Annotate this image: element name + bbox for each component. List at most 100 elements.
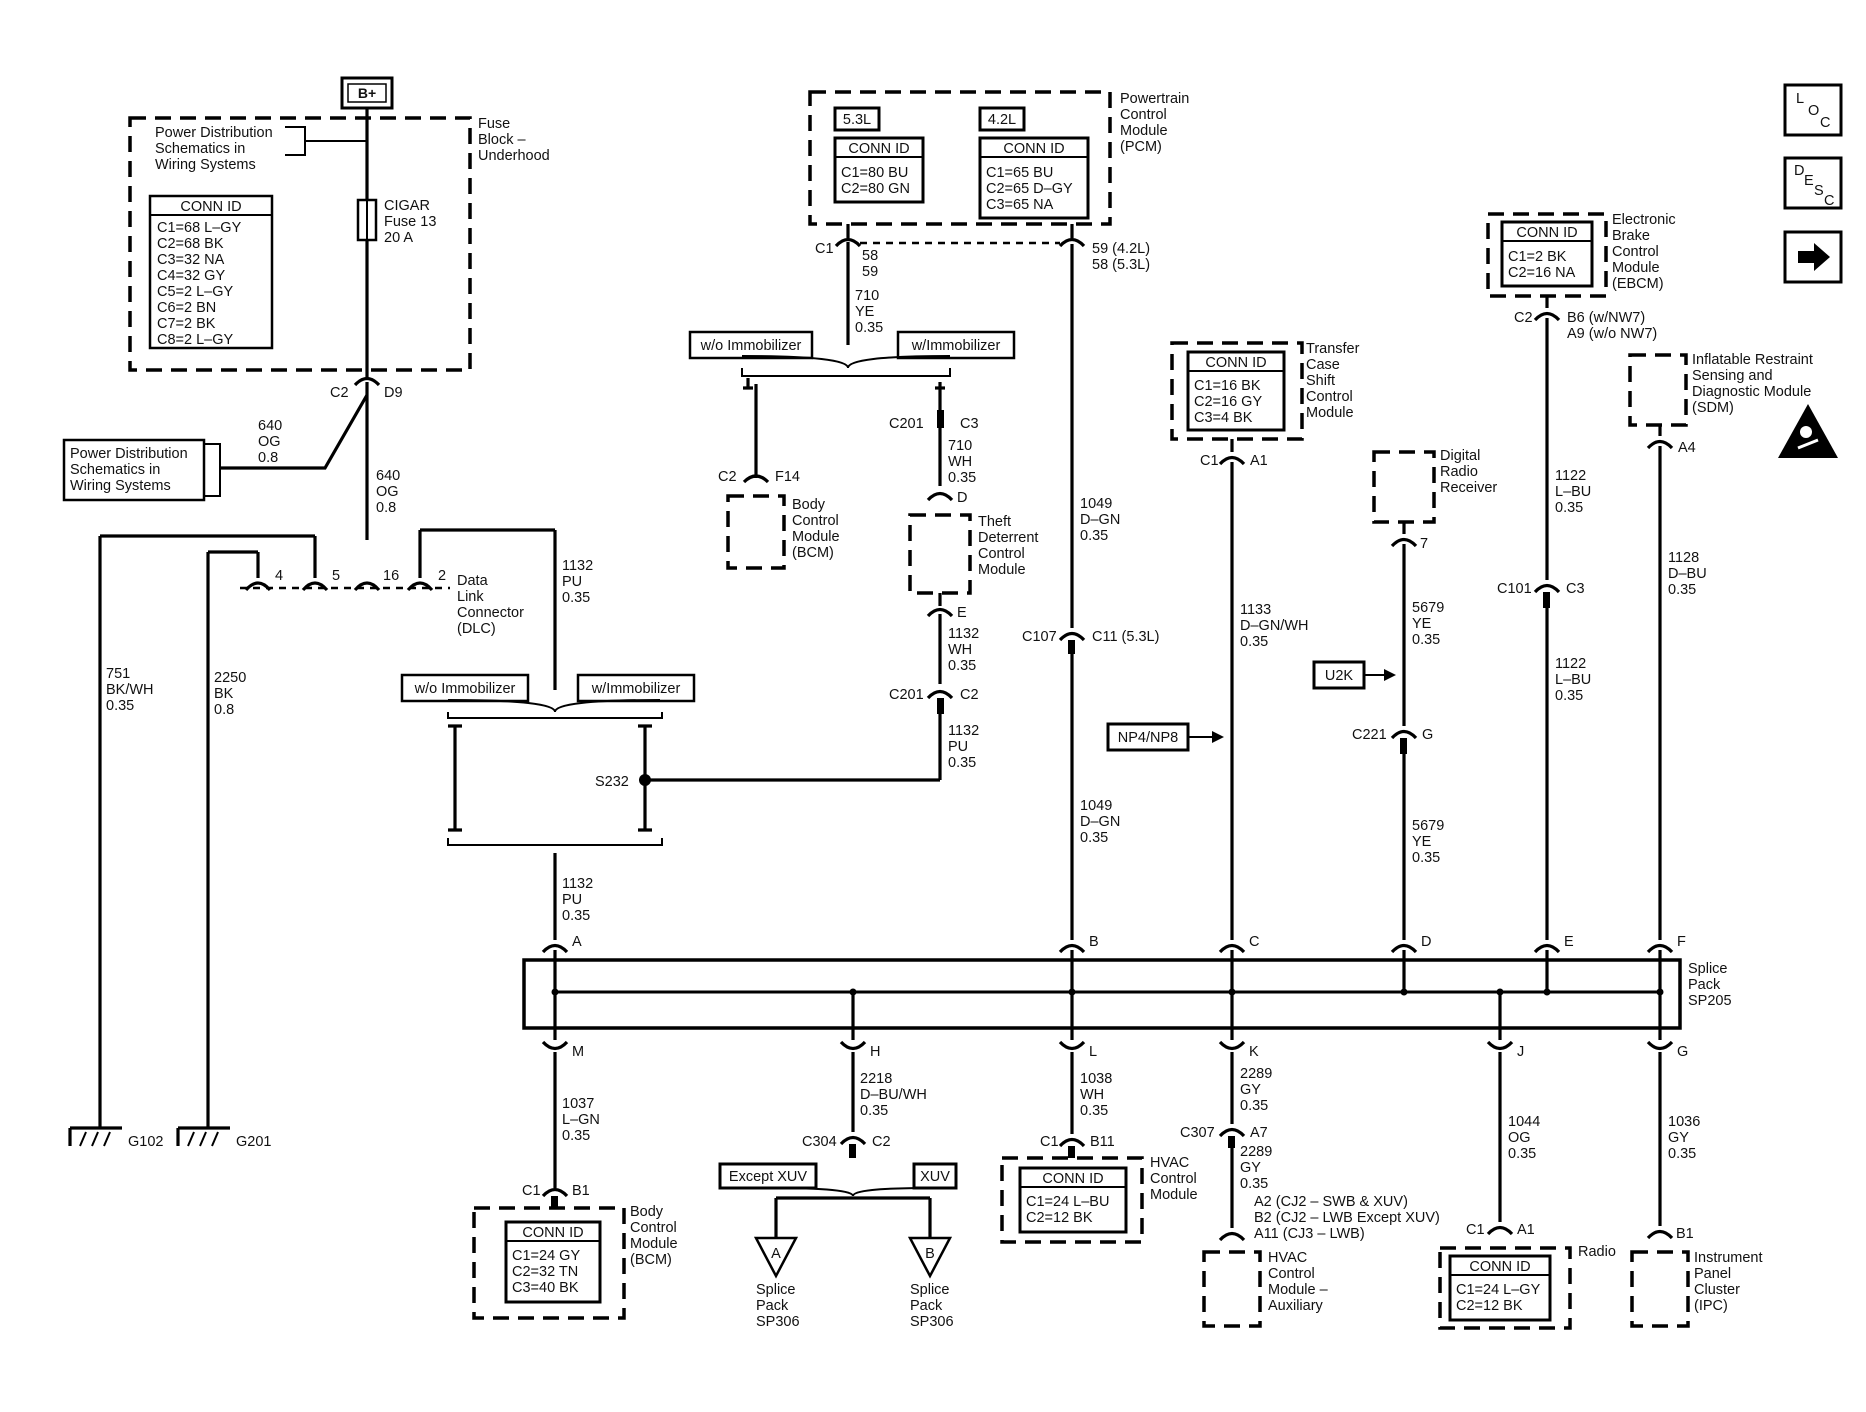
svg-text:H: H <box>870 1044 880 1060</box>
svg-text:U2K: U2K <box>1325 668 1354 684</box>
svg-text:F14: F14 <box>775 469 800 485</box>
ground-g102: G102 <box>68 1126 163 1150</box>
svg-text:C4=32 GY: C4=32 GY <box>157 268 225 284</box>
svg-text:C221: C221 <box>1352 727 1387 743</box>
svg-text:Powertrain: Powertrain <box>1120 91 1189 107</box>
svg-text:Underhood: Underhood <box>478 148 550 164</box>
svg-text:L: L <box>1796 91 1804 107</box>
svg-text:1128: 1128 <box>1668 550 1699 566</box>
svg-text:SP205: SP205 <box>1688 993 1732 1009</box>
svg-text:A1: A1 <box>1517 1222 1535 1238</box>
svg-text:C5=2 L–GY: C5=2 L–GY <box>157 284 234 300</box>
svg-text:Wiring Systems: Wiring Systems <box>155 157 256 173</box>
svg-text:A7: A7 <box>1250 1125 1268 1141</box>
svg-text:OG: OG <box>258 434 281 450</box>
svg-text:C1=68 L–GY: C1=68 L–GY <box>157 220 242 236</box>
svg-text:Transfer: Transfer <box>1306 341 1360 357</box>
svg-text:(SDM): (SDM) <box>1692 400 1734 416</box>
svg-text:5.3L: 5.3L <box>843 112 871 128</box>
svg-text:640: 640 <box>258 418 282 434</box>
svg-text:C: C <box>1820 115 1830 131</box>
connector-c2-d9: C2 D9 <box>330 376 403 401</box>
svg-text:0.35: 0.35 <box>1080 528 1108 544</box>
svg-text:1132: 1132 <box>948 723 979 739</box>
splice-pack-sp306-b: B Splice Pack SP306 <box>907 1236 954 1330</box>
desc-icon[interactable]: D E S C <box>1783 156 1843 210</box>
svg-text:A2 (CJ2 – SWB & XUV): A2 (CJ2 – SWB & XUV) <box>1254 1194 1408 1210</box>
svg-text:0.8: 0.8 <box>214 702 234 718</box>
svg-text:0.35: 0.35 <box>1555 688 1583 704</box>
svg-text:1038: 1038 <box>1080 1071 1112 1087</box>
svg-text:0.35: 0.35 <box>562 908 590 924</box>
svg-text:1036: 1036 <box>1668 1114 1700 1130</box>
svg-text:C11 (5.3L): C11 (5.3L) <box>1092 629 1159 645</box>
svg-text:Module: Module <box>1150 1187 1198 1203</box>
svg-text:0.35: 0.35 <box>106 698 134 714</box>
svg-text:16: 16 <box>383 568 399 584</box>
svg-text:1044: 1044 <box>1508 1114 1540 1130</box>
svg-text:A9 (w/o NW7): A9 (w/o NW7) <box>1567 326 1657 342</box>
svg-text:w/Immobilizer: w/Immobilizer <box>911 338 1001 354</box>
svg-text:OG: OG <box>1508 1130 1531 1146</box>
svg-text:Instrument: Instrument <box>1694 1250 1763 1266</box>
svg-text:C1=2 BK: C1=2 BK <box>1508 249 1567 265</box>
svg-text:C3=40 BK: C3=40 BK <box>512 1280 579 1296</box>
svg-text:C2=16 NA: C2=16 NA <box>1508 265 1576 281</box>
svg-text:Case: Case <box>1306 357 1340 373</box>
svg-text:YE: YE <box>855 304 875 320</box>
airbag-warning-icon <box>1778 404 1838 458</box>
svg-text:PU: PU <box>562 574 582 590</box>
loc-icon[interactable]: L O C <box>1783 83 1843 137</box>
svg-text:C201: C201 <box>889 416 924 432</box>
svg-text:A4: A4 <box>1678 440 1696 456</box>
svg-text:L–BU: L–BU <box>1555 672 1591 688</box>
svg-text:1132: 1132 <box>562 558 593 574</box>
svg-text:0.35: 0.35 <box>1555 500 1583 516</box>
svg-text:Except XUV: Except XUV <box>729 1169 807 1185</box>
svg-text:0.35: 0.35 <box>562 1128 590 1144</box>
svg-text:Control: Control <box>1150 1171 1197 1187</box>
svg-text:0.35: 0.35 <box>948 755 976 771</box>
svg-text:Inflatable Restraint: Inflatable Restraint <box>1692 352 1813 368</box>
svg-text:Schematics in: Schematics in <box>70 462 160 478</box>
svg-text:w/Immobilizer: w/Immobilizer <box>591 681 681 697</box>
fuse-block-conn-id <box>148 194 274 350</box>
svg-text:CIGAR: CIGAR <box>384 198 430 214</box>
svg-text:1049: 1049 <box>1080 496 1112 512</box>
inflatable-restraint-sdm: Inflatable Restraint Sensing and Diagnos… <box>1628 352 1813 427</box>
svg-text:Radio: Radio <box>1578 1244 1616 1260</box>
body-control-module-bottom: CONN ID C1=24 GY C2=32 TN C3=40 BK Body … <box>472 1204 678 1320</box>
svg-text:GY: GY <box>1668 1130 1689 1146</box>
svg-text:C107: C107 <box>1022 629 1057 645</box>
svg-text:HVAC: HVAC <box>1150 1155 1189 1171</box>
svg-text:YE: YE <box>1412 834 1432 850</box>
svg-text:C3: C3 <box>1566 581 1585 597</box>
svg-text:Diagnostic Module: Diagnostic Module <box>1692 384 1811 400</box>
svg-text:C3=32 NA: C3=32 NA <box>157 252 225 268</box>
svg-text:C3=65 NA: C3=65 NA <box>986 197 1054 213</box>
svg-text:751: 751 <box>106 666 130 682</box>
svg-text:F: F <box>1677 934 1686 950</box>
svg-text:2218: 2218 <box>860 1071 892 1087</box>
svg-text:CONN ID: CONN ID <box>848 141 909 157</box>
splice-pack-sp306-a: A Splice Pack SP306 <box>753 1236 800 1330</box>
svg-text:58 (5.3L): 58 (5.3L) <box>1092 257 1150 273</box>
svg-text:1049: 1049 <box>1080 798 1112 814</box>
svg-text:4: 4 <box>275 568 283 584</box>
next-arrow-icon[interactable] <box>1783 230 1843 284</box>
svg-text:C8=2 L–GY: C8=2 L–GY <box>157 332 234 348</box>
svg-text:Control: Control <box>1268 1266 1315 1282</box>
svg-text:Splice: Splice <box>1688 961 1728 977</box>
np4-np8-option: NP4/NP8 <box>1106 722 1224 752</box>
svg-text:D: D <box>1421 934 1431 950</box>
svg-text:0.35: 0.35 <box>1080 1103 1108 1119</box>
svg-text:G201: G201 <box>236 1134 271 1150</box>
svg-text:58: 58 <box>862 248 878 264</box>
svg-text:Deterrent: Deterrent <box>978 530 1038 546</box>
hvac-control-module: CONN ID C1=24 L–BU C2=12 BK HVAC Control… <box>1000 1155 1198 1244</box>
svg-text:Power Distribution: Power Distribution <box>70 446 188 462</box>
svg-text:Sensing and: Sensing and <box>1692 368 1773 384</box>
svg-text:L: L <box>1089 1044 1097 1060</box>
svg-text:E: E <box>1564 934 1574 950</box>
